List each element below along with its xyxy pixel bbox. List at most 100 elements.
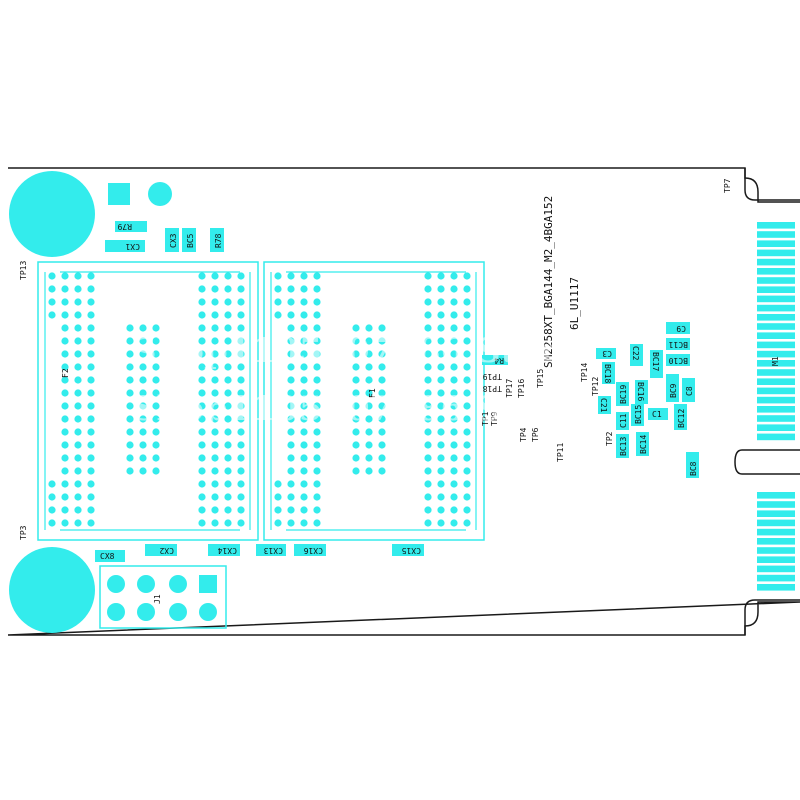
- solder-ball: [313, 376, 321, 384]
- solder-ball: [378, 402, 386, 410]
- solder-ball: [287, 376, 295, 384]
- solder-ball: [450, 350, 458, 358]
- cx3-label: CX3: [169, 233, 178, 248]
- solder-ball: [237, 363, 245, 371]
- c21-pad: [598, 396, 611, 414]
- solder-ball: [463, 285, 471, 293]
- solder-ball: [437, 454, 445, 462]
- edge-finger: [757, 574, 795, 582]
- solder-ball: [365, 402, 373, 410]
- solder-ball: [48, 480, 56, 488]
- bc8-pad: [686, 452, 699, 478]
- solder-ball: [365, 389, 373, 397]
- j1-pin: [137, 575, 155, 593]
- solder-ball: [224, 363, 232, 371]
- edge-finger: [757, 295, 795, 303]
- edge-finger: [757, 378, 795, 385]
- solder-ball: [74, 493, 82, 501]
- solder-ball: [74, 363, 82, 371]
- solder-ball: [139, 428, 147, 436]
- solder-ball: [224, 389, 232, 397]
- solder-ball: [313, 415, 321, 423]
- bc9-pad: [666, 374, 679, 402]
- solder-ball: [287, 467, 295, 475]
- tp17-label: TP17: [505, 379, 514, 398]
- solder-ball: [48, 506, 56, 514]
- solder-ball: [211, 467, 219, 475]
- solder-ball: [450, 493, 458, 501]
- solder-ball: [87, 467, 95, 475]
- solder-ball: [237, 506, 245, 514]
- solder-ball: [437, 272, 445, 280]
- solder-ball: [424, 389, 432, 397]
- j1-pin: [107, 603, 125, 621]
- edge-finger: [757, 314, 795, 321]
- solder-ball: [152, 454, 160, 462]
- solder-ball: [198, 441, 206, 449]
- solder-ball: [61, 298, 69, 306]
- solder-ball: [61, 428, 69, 436]
- solder-ball: [313, 519, 321, 527]
- solder-ball: [300, 350, 308, 358]
- solder-ball: [300, 298, 308, 306]
- solder-ball: [61, 493, 69, 501]
- cx16-pad: [294, 544, 326, 556]
- solder-ball: [198, 467, 206, 475]
- solder-ball: [48, 298, 56, 306]
- solder-ball: [352, 428, 360, 436]
- solder-ball: [300, 441, 308, 449]
- solder-ball: [61, 454, 69, 462]
- solder-ball: [450, 285, 458, 293]
- mounting-hole-top-left: [9, 171, 95, 257]
- edge-finger: [757, 286, 795, 293]
- solder-ball: [74, 324, 82, 332]
- solder-ball: [450, 337, 458, 345]
- solder-ball: [211, 350, 219, 358]
- cx1-label: CX1: [125, 242, 140, 251]
- solder-ball: [300, 480, 308, 488]
- bc19-pad: [616, 382, 629, 406]
- solder-ball: [224, 415, 232, 423]
- solder-ball: [61, 467, 69, 475]
- solder-ball: [313, 324, 321, 332]
- watermark-line2: Shop1105607086 Store: [132, 389, 579, 429]
- solder-ball: [287, 285, 295, 293]
- solder-ball: [450, 506, 458, 514]
- solder-ball: [198, 298, 206, 306]
- solder-ball: [378, 324, 386, 332]
- solder-ball: [424, 324, 432, 332]
- solder-ball: [74, 376, 82, 384]
- solder-ball: [152, 389, 160, 397]
- solder-ball: [61, 363, 69, 371]
- solder-ball: [450, 324, 458, 332]
- solder-ball: [463, 480, 471, 488]
- solder-ball: [450, 428, 458, 436]
- solder-ball: [126, 337, 134, 345]
- solder-ball: [126, 467, 134, 475]
- bc14-pad: [636, 432, 649, 456]
- solder-ball: [287, 311, 295, 319]
- solder-ball: [237, 467, 245, 475]
- bc12-label: BC12: [677, 409, 686, 428]
- bc10-pad: [666, 354, 690, 366]
- solder-ball: [87, 415, 95, 423]
- r78-pad: [210, 228, 224, 252]
- solder-ball: [287, 363, 295, 371]
- solder-ball: [352, 363, 360, 371]
- solder-ball: [450, 519, 458, 527]
- solder-ball: [378, 454, 386, 462]
- edge-finger: [757, 258, 795, 266]
- solder-ball: [74, 311, 82, 319]
- solder-ball: [352, 415, 360, 423]
- solder-ball: [126, 441, 134, 449]
- solder-ball: [450, 389, 458, 397]
- solder-ball: [424, 467, 432, 475]
- solder-ball: [237, 480, 245, 488]
- flash-f1-label: F1: [368, 388, 377, 398]
- solder-ball: [313, 467, 321, 475]
- solder-ball: [211, 519, 219, 527]
- solder-ball: [87, 350, 95, 358]
- solder-ball: [450, 272, 458, 280]
- solder-ball: [87, 311, 95, 319]
- solder-ball: [224, 428, 232, 436]
